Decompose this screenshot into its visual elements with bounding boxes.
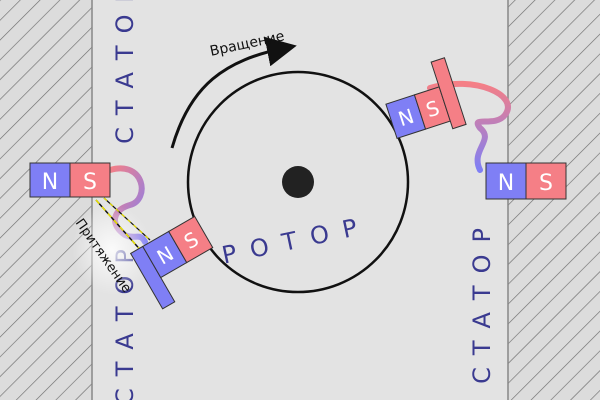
magnet-north-label: N	[395, 104, 417, 131]
stator-label-right: СТАТОР	[468, 216, 496, 384]
stator-label-left-top: СТАТОР	[111, 0, 139, 144]
stator-right-housing	[507, 0, 600, 400]
rotor-axle	[282, 166, 314, 198]
rotor-magnet-left: N S	[129, 215, 214, 310]
rotation-arrow-icon	[170, 36, 297, 149]
magnet-south-label: S	[539, 171, 553, 196]
attraction-glow	[72, 205, 152, 295]
magnet-south-label: S	[83, 170, 97, 195]
magnet-north-label: N	[42, 170, 58, 195]
wire-coil-right	[427, 80, 511, 173]
rotor-magnet-right: N S	[385, 57, 467, 140]
stator-magnet-left: N S	[29, 162, 111, 198]
stator-magnet-right: N S	[485, 162, 567, 200]
stator-left-housing	[0, 0, 93, 400]
rotor-disc	[186, 70, 410, 294]
magnet-north-label: N	[498, 171, 514, 196]
